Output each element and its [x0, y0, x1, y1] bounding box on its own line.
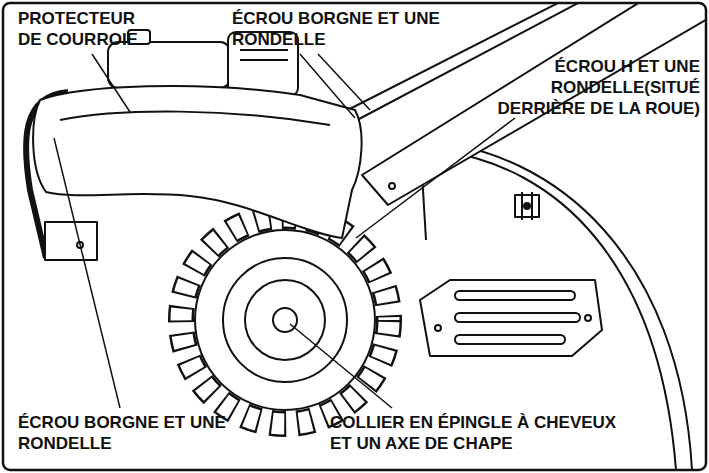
part-label: PROTECTEUR DE COURROIE [18, 8, 158, 50]
part-label: ÉCROU BORGNE ET UNE RONDELLE [232, 8, 442, 50]
part-label: ÉCROU H ET UNE RONDELLE(SITUÉ DERRIÈRE D… [465, 56, 700, 119]
part-label: COLLIER EN ÉPINGLE À CHEVEUX ET UN AXE D… [330, 412, 630, 454]
part-label: ÉCROU BORGNE ET UNE RONDELLE [18, 412, 228, 454]
